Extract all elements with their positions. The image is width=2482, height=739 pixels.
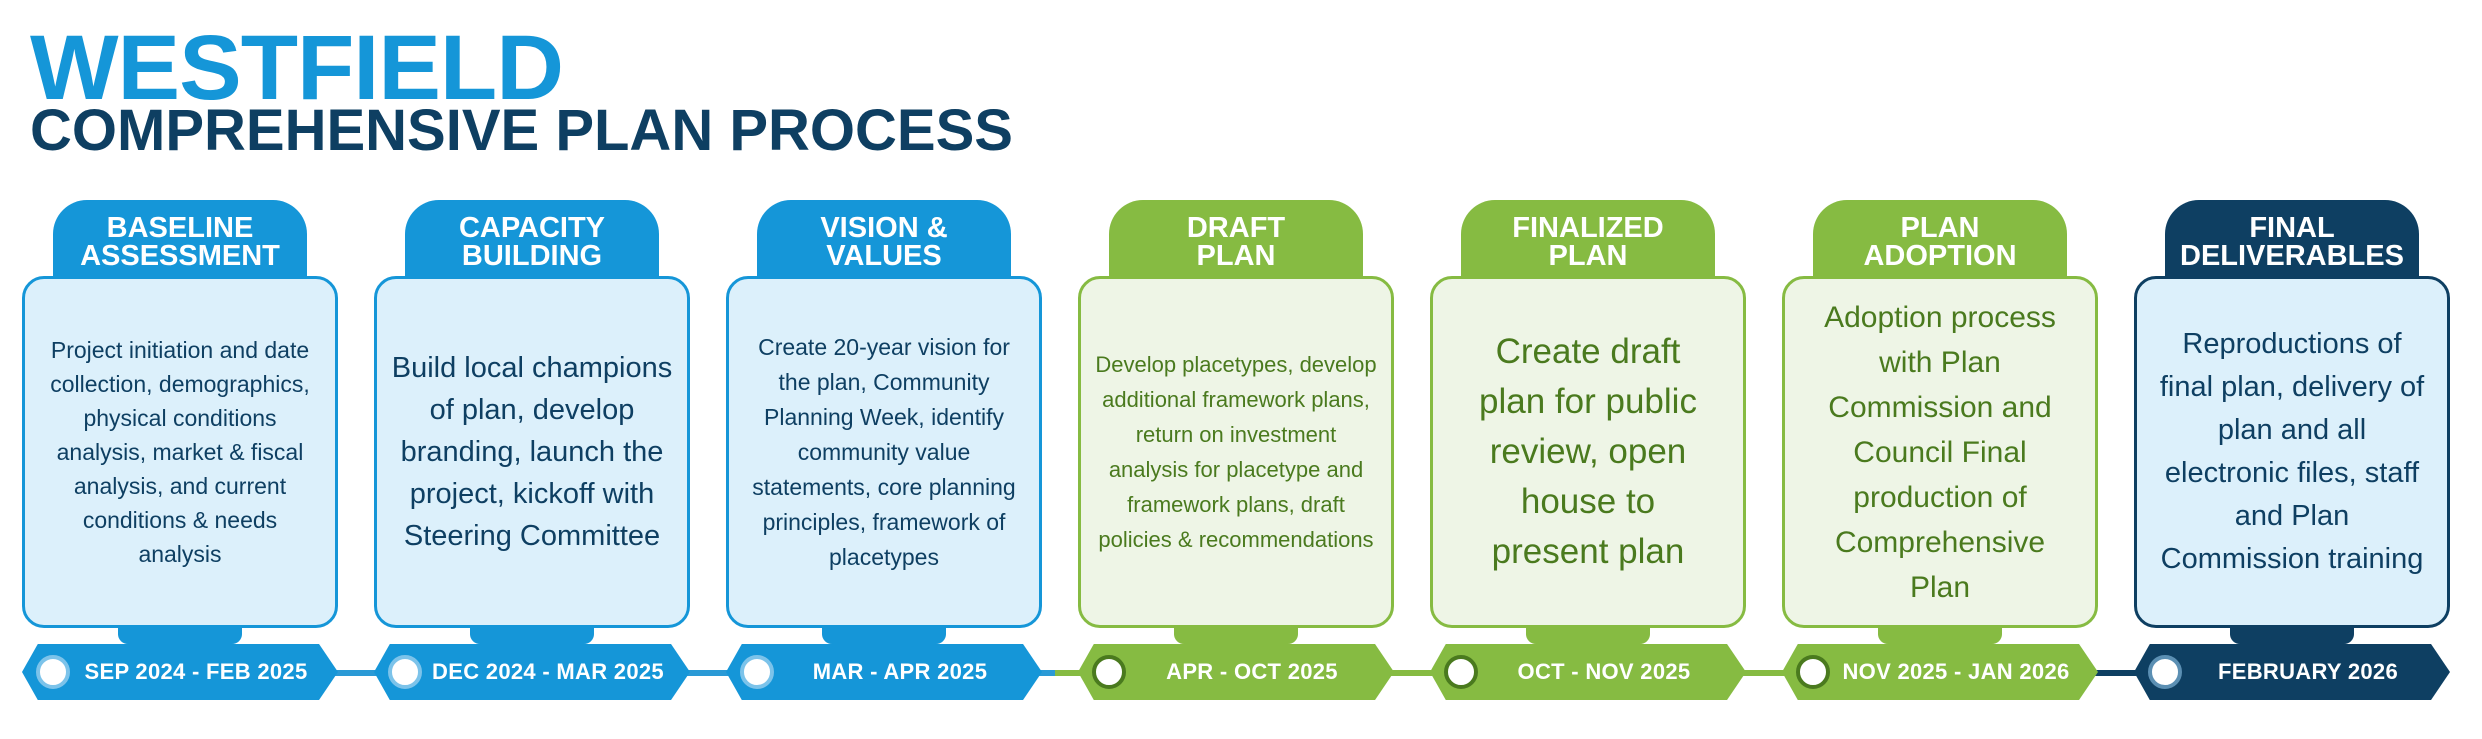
phase-title-tab: CAPACITY BUILDING — [405, 200, 659, 280]
phase-capacity-building: CAPACITY BUILDING Build local champions … — [374, 200, 690, 700]
phase-dates: DEC 2024 - MAR 2025 — [432, 659, 664, 684]
phase-description: Reproductions of final plan, delivery of… — [2159, 328, 2425, 575]
phase-description-card: Project initiation and date collection, … — [22, 276, 338, 628]
timeline-dot-icon — [388, 655, 422, 689]
phase-description: Build local champions of plan, develop b… — [391, 352, 673, 552]
phase-title-line1: VISION & — [820, 212, 948, 244]
phase-description-card: Create 20-year vision for the plan, Comm… — [726, 276, 1042, 628]
phase-description: Develop placetypes, develop additional f… — [1095, 352, 1377, 552]
phase-dates: FEBRUARY 2026 — [2218, 659, 2398, 684]
phase-title-tab: DRAFT PLAN — [1109, 200, 1363, 280]
phase-title-line1: FINALIZED — [1512, 212, 1664, 244]
phase-date-pill: SEP 2024 - FEB 2025 — [22, 644, 338, 700]
phase-date-pill: NOV 2025 - JAN 2026 — [1782, 644, 2098, 700]
timeline-dot-icon — [1796, 655, 1830, 689]
card-connector — [118, 628, 242, 644]
phase-dates: OCT - NOV 2025 — [1517, 659, 1691, 684]
phase-title-line1: FINAL — [2249, 212, 2335, 244]
phase-title-line2: BUILDING — [461, 240, 603, 272]
phase-description: Create 20-year vision for the plan, Comm… — [752, 333, 1016, 570]
phase-baseline-assessment: BASELINE ASSESSMENT Project initiation a… — [22, 200, 338, 700]
phase-description-card: Reproductions of final plan, delivery of… — [2134, 276, 2450, 628]
page-title: WESTFIELD — [30, 17, 564, 119]
phase-dates: SEP 2024 - FEB 2025 — [84, 659, 308, 684]
phase-title-tab: FINALIZED PLAN — [1461, 200, 1715, 280]
card-connector — [1526, 628, 1650, 644]
phase-description-card: Build local champions of plan, develop b… — [374, 276, 690, 628]
phase-title-tab: FINAL DELIVERABLES — [2165, 200, 2419, 280]
phase-date-pill: OCT - NOV 2025 — [1430, 644, 1746, 700]
phase-title-line2: PLAN — [1548, 240, 1628, 272]
phase-date-pill: DEC 2024 - MAR 2025 — [374, 644, 690, 700]
timeline-dot-icon — [36, 655, 70, 689]
phase-title-line1: CAPACITY — [458, 212, 606, 244]
phase-description-card: Develop placetypes, develop additional f… — [1078, 276, 1394, 628]
phase-title-line2: ADOPTION — [1863, 240, 2017, 272]
phase-date-pill: FEBRUARY 2026 — [2134, 644, 2450, 700]
timeline-dot-icon — [1092, 655, 1126, 689]
phase-title-line2: PLAN — [1196, 240, 1276, 272]
phase-date-pill: MAR - APR 2025 — [726, 644, 1042, 700]
phase-draft-plan: DRAFT PLAN Develop placetypes, develop a… — [1078, 200, 1394, 700]
phase-title-line2: VALUES — [826, 240, 942, 272]
phase-description-card: Adoption process with Plan Commission an… — [1782, 276, 2098, 628]
phase-dates: NOV 2025 - JAN 2026 — [1842, 659, 2070, 684]
timeline-dot-icon — [740, 655, 774, 689]
card-connector — [1878, 628, 2002, 644]
phase-title-line1: PLAN — [1900, 212, 1980, 244]
phase-title-line2: DELIVERABLES — [2180, 240, 2404, 272]
phase-plan-adoption: PLAN ADOPTION Adoption process with Plan… — [1782, 200, 2098, 700]
card-connector — [1174, 628, 1298, 644]
phase-dates: MAR - APR 2025 — [812, 659, 988, 684]
phase-title-line2: ASSESSMENT — [80, 240, 280, 272]
phase-title-tab: VISION & VALUES — [757, 200, 1011, 280]
phase-title-tab: BASELINE ASSESSMENT — [53, 200, 307, 280]
phase-description-card: Create draft plan for public review, ope… — [1430, 276, 1746, 628]
phase-description: Adoption process with Plan Commission an… — [1824, 300, 2056, 604]
phase-finalized-plan: FINALIZED PLAN Create draft plan for pub… — [1430, 200, 1746, 700]
phase-final-deliverables: FINAL DELIVERABLES Reproductions of fina… — [2134, 200, 2450, 700]
phase-description: Project initiation and date collection, … — [50, 337, 310, 567]
card-connector — [822, 628, 946, 644]
timeline-dot-icon — [2148, 655, 2182, 689]
phase-title-line1: DRAFT — [1186, 212, 1286, 244]
phase-date-pill: APR - OCT 2025 — [1078, 644, 1394, 700]
timeline-dot-icon — [1444, 655, 1478, 689]
phase-title-tab: PLAN ADOPTION — [1813, 200, 2067, 280]
phase-dates: APR - OCT 2025 — [1166, 659, 1338, 684]
phase-title-line1: BASELINE — [106, 212, 254, 244]
phase-vision-values: VISION & VALUES Create 20-year vision fo… — [726, 200, 1042, 700]
card-connector — [470, 628, 594, 644]
page-subtitle: COMPREHENSIVE PLAN PROCESS — [30, 98, 1013, 163]
card-connector — [2230, 628, 2354, 644]
phase-description: Create draft plan for public review, ope… — [1479, 332, 1697, 571]
